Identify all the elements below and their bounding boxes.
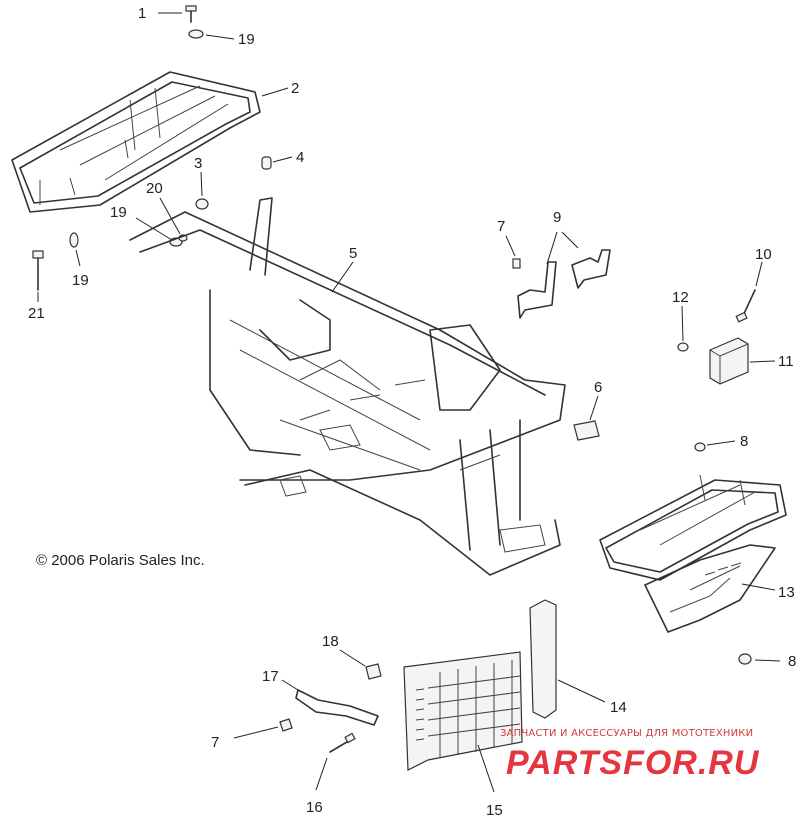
part-side-panel-14	[529, 599, 557, 719]
callout-3: 3	[194, 155, 202, 172]
leader-8-top	[706, 440, 736, 446]
callout-4: 4	[296, 149, 304, 166]
leader-19-left	[75, 249, 81, 267]
leader-18	[339, 649, 366, 667]
leader-20	[159, 197, 181, 235]
part-brackets-9	[517, 249, 611, 319]
leader-9a	[546, 231, 558, 265]
part-strap-17	[295, 689, 379, 726]
leader-17	[281, 679, 299, 691]
callout-16: 16	[306, 799, 323, 816]
part-washer-19-top	[188, 29, 204, 39]
callout-8-bottom: 8	[788, 653, 796, 670]
callout-14: 14	[610, 699, 627, 716]
leader-5	[331, 261, 354, 293]
callout-18: 18	[322, 633, 339, 650]
callout-19-left: 19	[72, 272, 89, 289]
leader-14	[557, 679, 606, 703]
part-block-6	[573, 420, 600, 441]
callout-7-bottom: 7	[211, 734, 219, 751]
watermark-subtitle: ЗАПЧАСТИ И АКСЕССУАРЫ ДЛЯ МОТОТЕХНИКИ	[500, 728, 754, 739]
leader-7-top	[505, 235, 516, 257]
leader-12	[681, 305, 684, 342]
leader-2	[261, 87, 289, 97]
part-screw-8-bottom	[738, 653, 752, 665]
leader-11	[749, 360, 776, 363]
part-pin-16	[329, 732, 356, 753]
part-bolt-1	[185, 5, 197, 23]
callout-9: 9	[553, 209, 561, 226]
callout-19-top: 19	[238, 31, 255, 48]
leader-16	[315, 757, 328, 791]
leader-15	[477, 744, 495, 793]
callout-15: 15	[486, 802, 503, 819]
callout-20: 20	[146, 180, 163, 197]
leader-3	[200, 171, 203, 197]
callout-10: 10	[755, 246, 772, 263]
leader-19-mid	[135, 217, 173, 241]
part-fastener-7-bottom	[279, 718, 293, 732]
leader-7-bottom	[233, 726, 279, 739]
part-bushing-4	[261, 156, 272, 170]
watermark-logo: PARTSFOR.RU	[506, 744, 760, 782]
part-module-11	[709, 337, 749, 385]
callout-5: 5	[349, 245, 357, 262]
leader-9b	[561, 231, 579, 249]
leader-8-bottom	[754, 659, 781, 662]
callout-7-top: 7	[497, 218, 505, 235]
part-front-rack-13	[599, 474, 787, 633]
callout-12: 12	[672, 289, 689, 306]
leader-4	[272, 156, 293, 163]
leader-19-top	[205, 34, 235, 40]
leader-10	[755, 261, 763, 287]
part-screw-8-top	[694, 442, 706, 452]
callout-13: 13	[778, 584, 795, 601]
callout-8-top: 8	[740, 433, 748, 450]
part-fastener-7-top	[512, 258, 521, 269]
part-nut-3	[195, 198, 209, 210]
part-nut-12	[677, 342, 689, 352]
callout-17: 17	[262, 668, 279, 685]
part-main-frame-5	[129, 197, 566, 576]
part-clip-18	[365, 663, 382, 680]
leader-13	[741, 583, 776, 591]
callout-1: 1	[138, 5, 146, 22]
copyright-notice: © 2006 Polaris Sales Inc.	[36, 552, 205, 569]
callout-6: 6	[594, 379, 602, 396]
callout-21: 21	[28, 305, 45, 322]
leader-6	[589, 395, 599, 421]
part-rear-rack-2	[11, 71, 261, 213]
part-bolt-21	[32, 250, 44, 291]
callout-11: 11	[778, 353, 794, 370]
callout-2: 2	[291, 80, 299, 97]
part-washer-19-left	[69, 232, 79, 248]
part-radiator-screen-15	[403, 651, 523, 771]
part-bolt-10	[735, 289, 756, 323]
callout-19-mid: 19	[110, 204, 127, 221]
